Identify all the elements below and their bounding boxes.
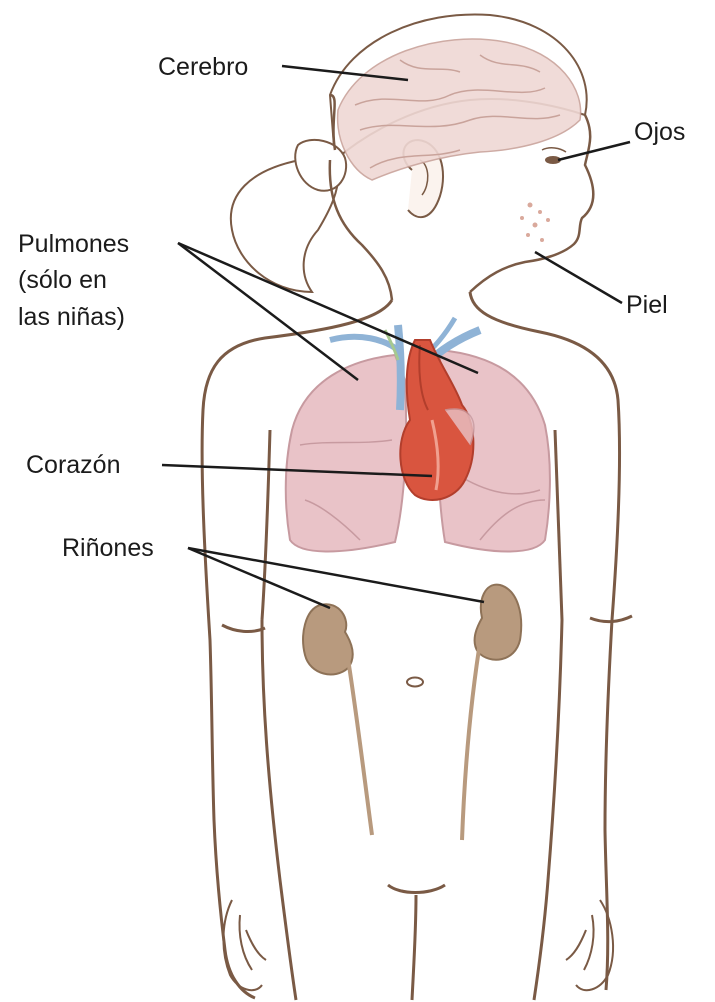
leader-eyes — [558, 142, 630, 160]
right-lung — [286, 355, 406, 552]
leader-lungs-2 — [178, 243, 478, 373]
navel — [407, 678, 423, 687]
left-kidney — [475, 585, 522, 660]
label-brain: Cerebro — [158, 53, 248, 81]
hands — [223, 900, 613, 990]
label-lungs-line2: (sólo en — [18, 266, 107, 294]
leader-kidneys-1 — [188, 548, 330, 608]
label-skin: Piel — [626, 291, 668, 319]
right-ureter — [345, 640, 372, 835]
left-ureter — [462, 630, 482, 840]
leader-skin — [535, 252, 622, 303]
kidneys — [303, 585, 521, 840]
right-kidney — [303, 604, 353, 674]
skin-rash — [520, 203, 550, 243]
label-lungs-line1: Pulmones — [18, 230, 129, 258]
leader-kidneys-2 — [188, 548, 484, 602]
label-heart: Corazón — [26, 451, 121, 479]
label-lungs-line3: las niñas) — [18, 303, 125, 331]
label-eyes: Ojos — [634, 118, 685, 146]
label-kidneys: Riñones — [62, 534, 154, 562]
